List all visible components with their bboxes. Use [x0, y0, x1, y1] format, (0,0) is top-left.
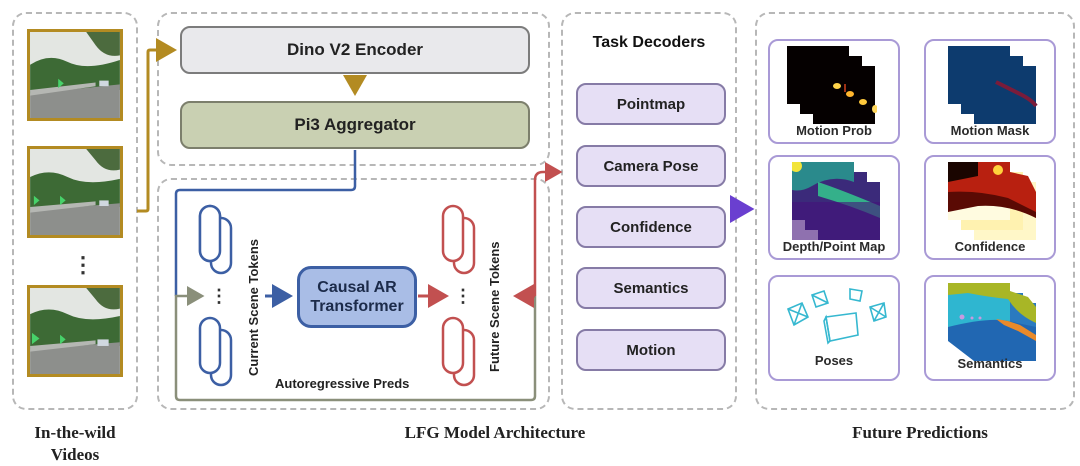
decoder-semantics: Semantics: [576, 267, 726, 309]
prediction-motion-prob: Motion Prob: [768, 39, 900, 144]
pi3-aggregator-block: Pi3 Aggregator: [180, 101, 530, 149]
prediction-semantics: Semantics: [924, 275, 1056, 381]
dino-v2-encoder-block: Dino V2 Encoder: [180, 26, 530, 74]
backbone-panel: [157, 12, 550, 166]
future-scene-tokens-label: Future Scene Tokens: [487, 241, 502, 372]
prediction-motion-mask: Motion Mask: [924, 39, 1056, 144]
causal-ar-transformer-block: Causal AR Transformer: [297, 266, 417, 328]
decoder-motion: Motion: [576, 329, 726, 371]
future-to-decoders-line: [533, 162, 563, 296]
future-predictions-caption: Future Predictions: [852, 423, 988, 442]
depth-map-image: [792, 162, 880, 240]
prediction-label: Poses: [814, 353, 854, 368]
road-scene-image: [30, 288, 120, 374]
future-scene-token-stack-top: [441, 204, 476, 275]
aggregator-to-tokens-line: [174, 150, 357, 296]
prediction-depth-point-map: Depth/Point Map: [768, 155, 900, 260]
current-scene-token-stack-top: [198, 204, 233, 275]
prediction-poses: Poses: [768, 275, 900, 381]
confidence-heatmap: [948, 162, 1036, 240]
frames-ellipsis: ⋮: [72, 252, 94, 277]
prediction-label: Confidence: [954, 239, 1026, 254]
ar-transformer-panel: [157, 178, 550, 410]
camera-poses-image: [786, 288, 887, 345]
prediction-label: Depth/Point Map: [782, 239, 886, 254]
architecture-caption: LFG Model Architecture: [404, 423, 586, 442]
current-scene-tokens-label: Current Scene Tokens: [246, 238, 261, 376]
future-scene-token-stack-bottom: [441, 316, 476, 387]
caption-line2: Videos: [50, 445, 100, 464]
task-decoders-title: Task Decoders: [592, 34, 706, 51]
current-tokens-ellipsis: ⋮: [210, 286, 228, 306]
autoregressive-loop-line: [174, 286, 537, 402]
caption-line1: In-the-wild: [34, 423, 116, 442]
prediction-label: Motion Prob: [796, 123, 872, 138]
semantics-map-image: [948, 283, 1036, 361]
prediction-label: Semantics: [957, 356, 1023, 371]
motion-prob-heatmap: [787, 46, 877, 124]
future-predictions-panel: [755, 12, 1075, 410]
input-to-encoder-arrow: [137, 38, 177, 213]
decoder-confidence: Confidence: [576, 206, 726, 248]
video-frame-1: [27, 29, 123, 121]
motion-mask-image: [948, 46, 1038, 124]
current-scene-token-stack-bottom: [198, 316, 233, 387]
transformer-label-line1: Causal AR: [317, 279, 397, 296]
road-scene-image: [30, 149, 120, 235]
video-frame-n: [27, 285, 123, 377]
prediction-label: Motion Mask: [950, 123, 1030, 138]
decoder-camera-pose: Camera Pose: [576, 145, 726, 187]
prediction-confidence: Confidence: [924, 155, 1056, 260]
decoder-pointmap: Pointmap: [576, 83, 726, 125]
video-frame-2: [27, 146, 123, 238]
road-scene-image: [30, 32, 120, 118]
autoregressive-preds-label: Autoregressive Preds: [275, 376, 410, 391]
future-tokens-ellipsis: ⋮: [454, 286, 472, 306]
input-videos-caption: In-the-wild Videos: [10, 422, 140, 466]
transformer-label-line2: Transformer: [310, 298, 404, 315]
